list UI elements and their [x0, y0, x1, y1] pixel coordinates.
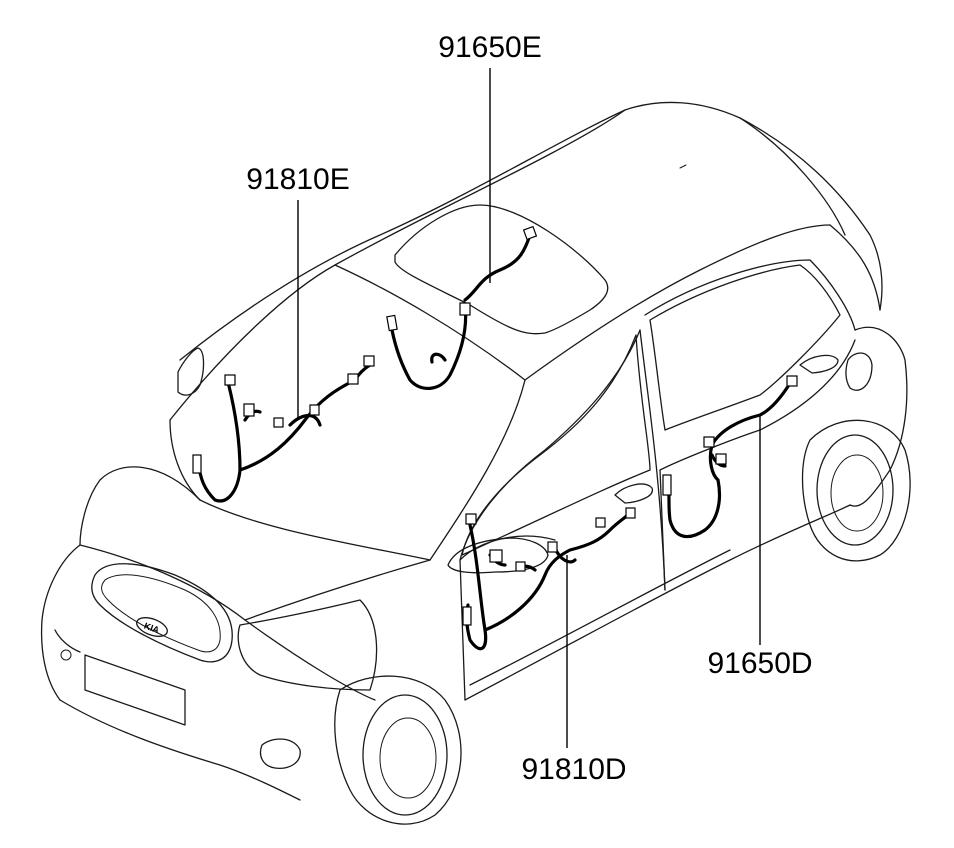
label-91810E: 91810E: [246, 163, 349, 196]
label-91650E: 91650E: [438, 31, 541, 64]
label-91650D: 91650D: [707, 647, 812, 680]
front-door-harness-91810D: [462, 507, 636, 651]
rear-door-harness-91650D: [662, 375, 798, 539]
roof-harness-91650E: [386, 225, 538, 390]
label-91810D: 91810D: [521, 753, 626, 786]
leader-lines: [297, 68, 761, 748]
car-body: [40, 101, 911, 825]
floor-harness-91810E: [192, 355, 375, 503]
